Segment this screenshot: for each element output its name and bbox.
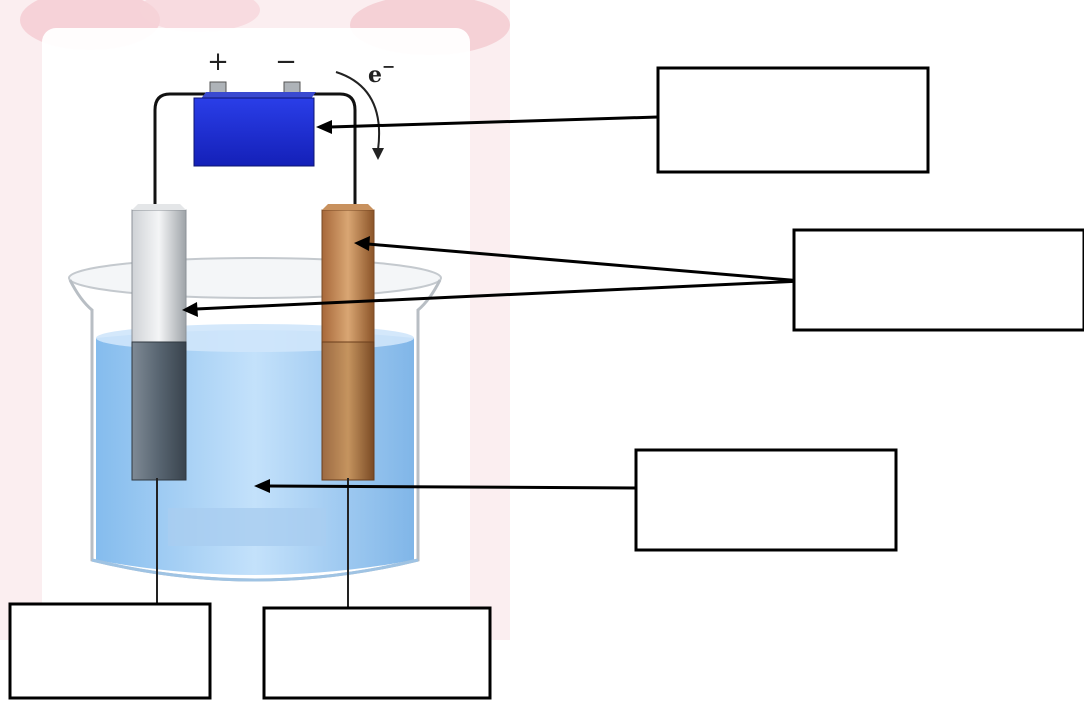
leader-arrows (182, 115, 803, 493)
electrodes-leader-lower (195, 279, 803, 311)
svg-text:e−: e− (368, 57, 395, 88)
label-box-electrolyte[interactable] (634, 448, 898, 552)
minus-sign: − (275, 47, 297, 77)
left-wire (153, 92, 218, 212)
electrolyte-leader (267, 484, 637, 490)
battery-leader (329, 115, 659, 129)
plus-sign: + (207, 47, 229, 77)
electron-symbol: e (368, 62, 382, 88)
right-electrode (321, 204, 375, 481)
electron-flow-arrow (335, 71, 380, 151)
electron-flow-indicator: e− (335, 57, 395, 160)
label-box-right-electrode[interactable] (262, 606, 492, 700)
wires (153, 92, 357, 212)
label-box-battery[interactable] (656, 66, 930, 174)
electron-charge: − (382, 57, 395, 76)
label-box-left-electrode[interactable] (8, 602, 212, 700)
left-electrode (131, 204, 187, 481)
battery: + − (193, 47, 316, 167)
right-wire (290, 92, 357, 212)
electrodes-leader-upper (367, 242, 803, 283)
label-box-electrodes[interactable] (792, 228, 1084, 332)
